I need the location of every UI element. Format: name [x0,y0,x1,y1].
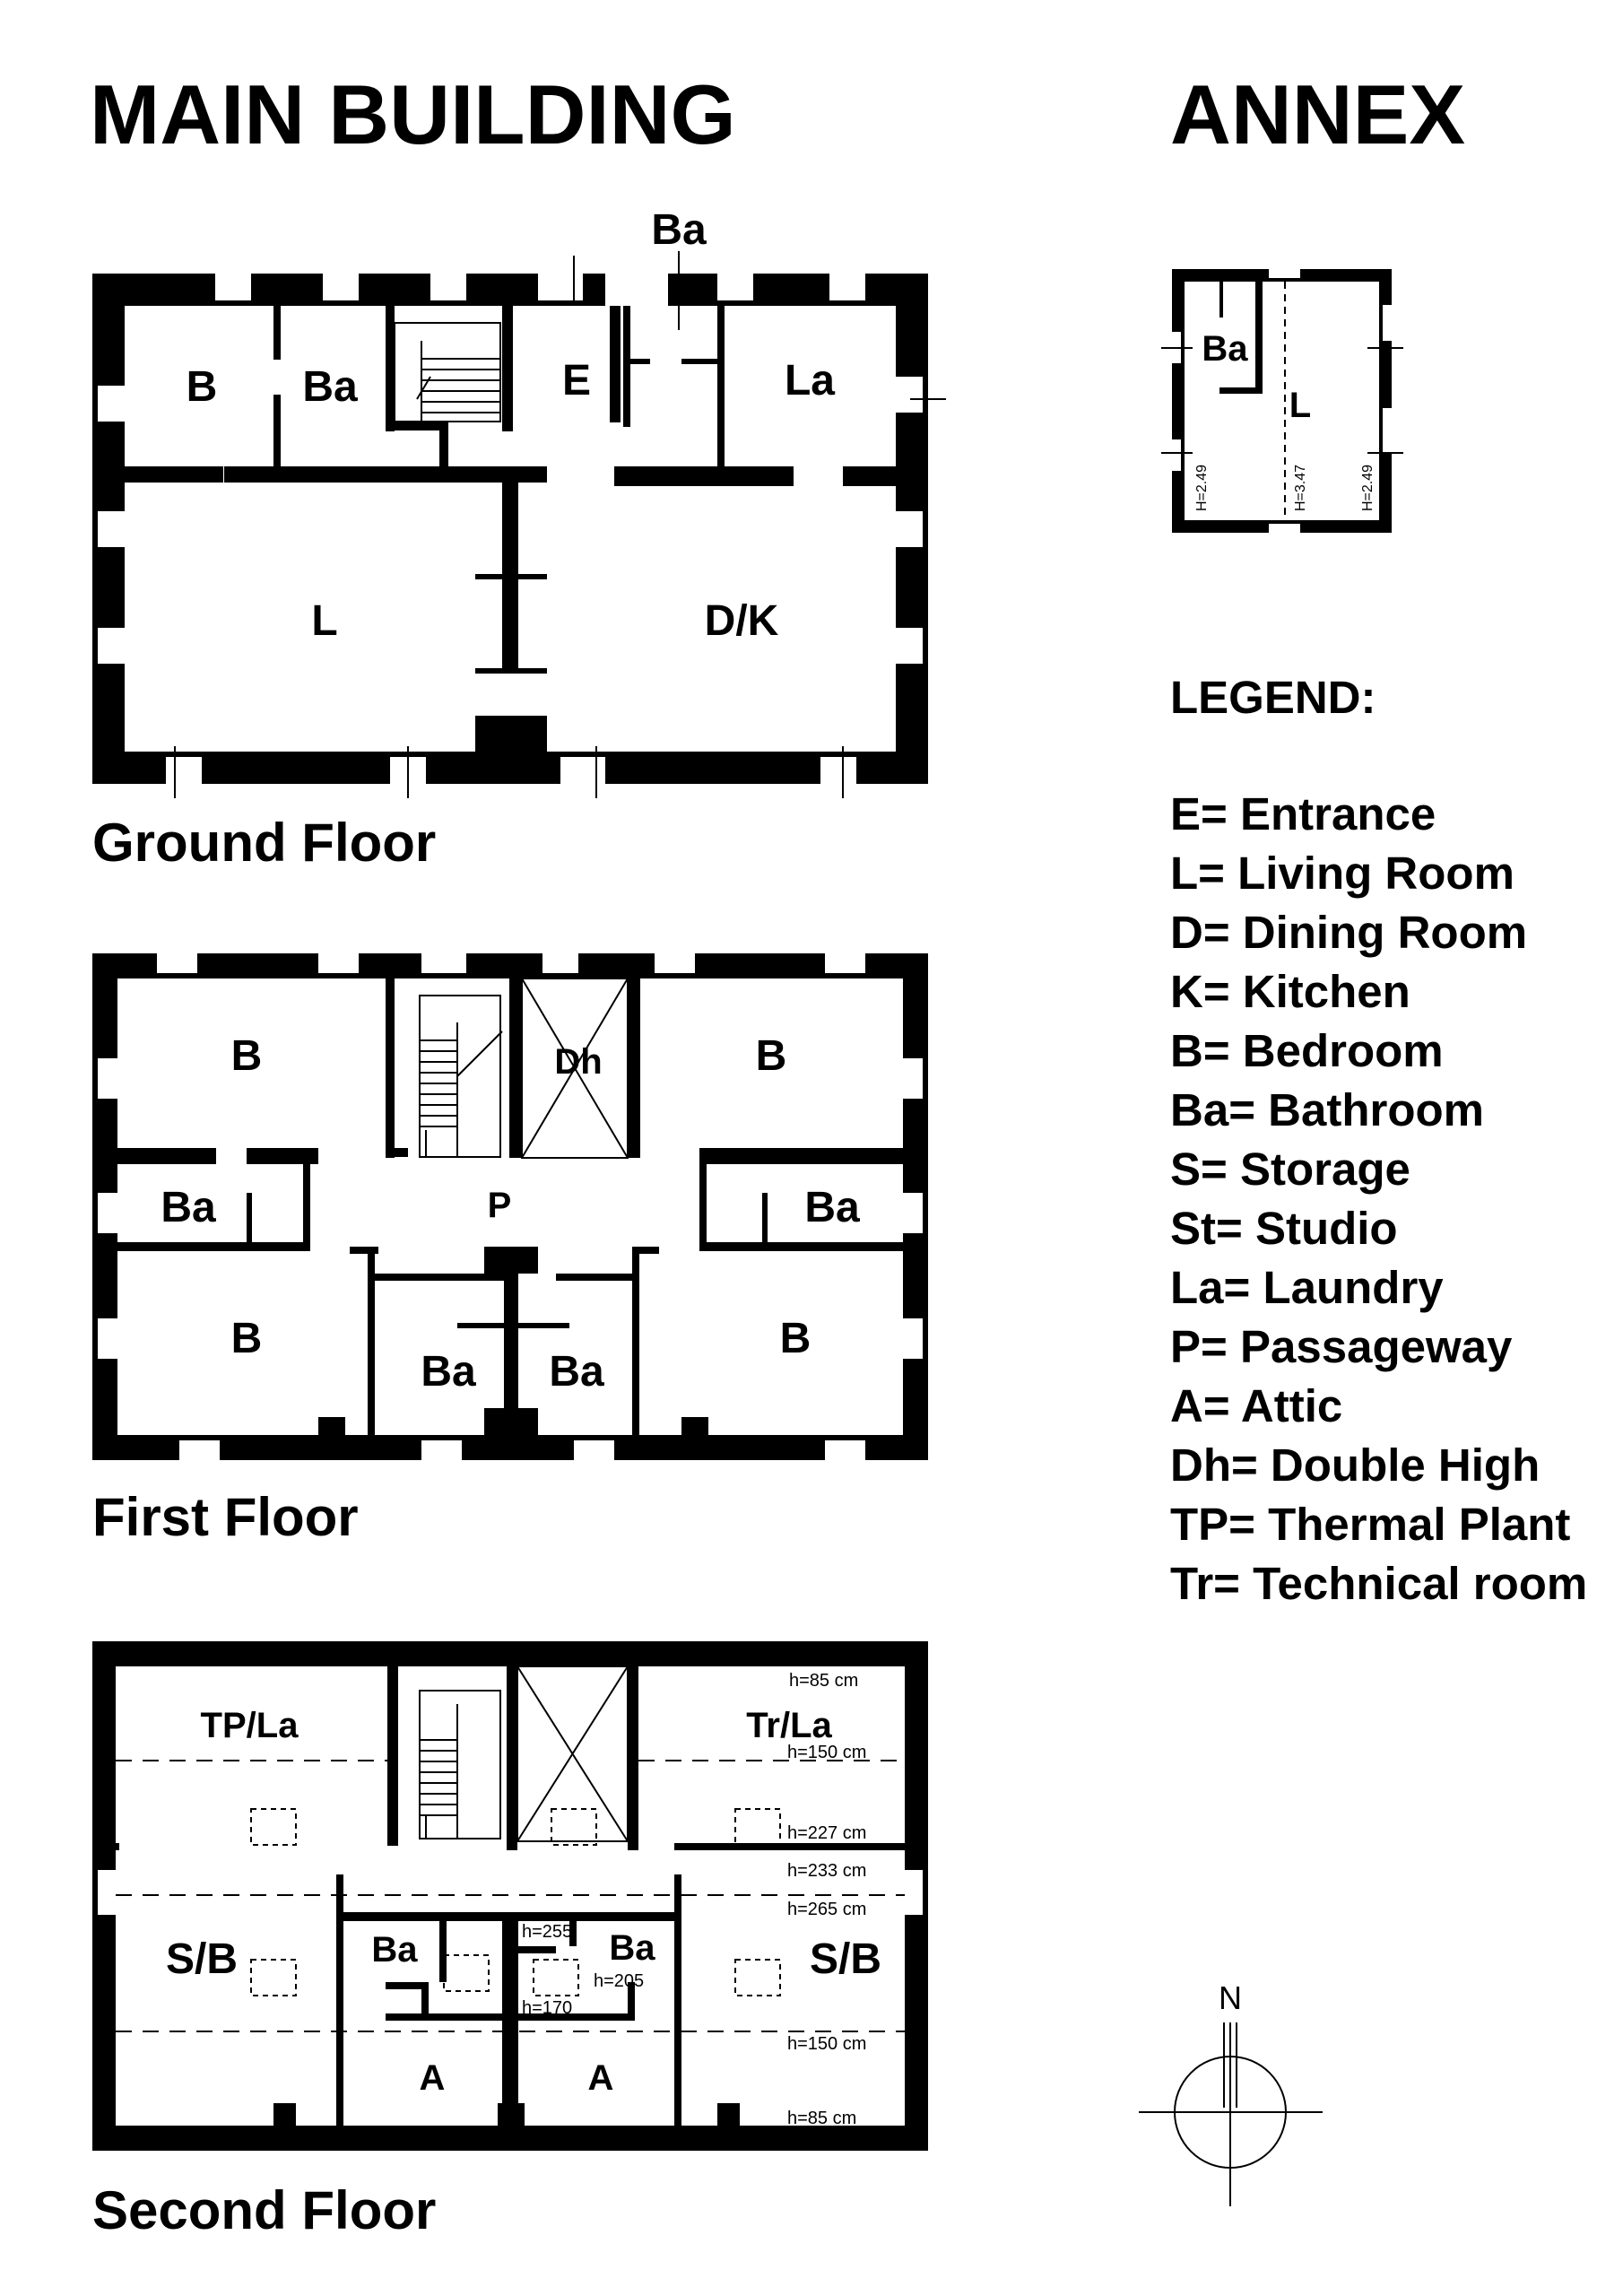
legend-item: K= Kitchen [1170,966,1410,1017]
first-room-ba-left: Ba [161,1184,216,1231]
annex-height-mid: H=3.47 [1293,465,1308,511]
ground-room-b: B [187,363,218,411]
ground-room-ba-top: Ba [651,206,707,254]
second-floor-title: Second Floor [92,2180,436,2240]
legend-item: P= Passageway [1170,1321,1513,1372]
height-note-h150-top: h=150 cm [787,1743,866,1762]
legend-item: La= Laundry [1170,1262,1444,1313]
legend-item: L= Living Room [1170,848,1515,899]
first-floor-title: First Floor [92,1487,359,1547]
first-room-b-br: B [780,1315,812,1362]
legend-item: TP= Thermal Plant [1170,1499,1570,1550]
legend-item: A= Attic [1170,1380,1342,1431]
height-note-h205: h=205 [594,1971,644,1991]
height-note-h85-top: h=85 cm [789,1671,858,1691]
height-note-h150-bottom: h=150 cm [787,2034,866,2054]
second-room-a-2: A [588,2058,614,2098]
ground-room-la: La [785,357,835,404]
ground-room-dk: D/K [705,597,779,645]
ground-room-ba: Ba [302,363,358,411]
legend-item: Dh= Double High [1170,1439,1540,1491]
annex-title: ANNEX [1170,67,1465,161]
second-floor-plan: TP/La Tr/La S/B Ba Ba S/B A A h=85 cm h=… [92,1641,928,2151]
legend-item: S= Storage [1170,1144,1410,1195]
ground-room-l: L [311,597,337,645]
legend-list: E= Entrance L= Living Room D= Dining Roo… [1170,788,1587,1609]
second-room-ba-1: Ba [371,1930,418,1970]
ground-room-e: E [562,357,591,404]
legend-item: Ba= Bathroom [1170,1084,1484,1135]
first-room-ba-center-1: Ba [421,1348,476,1396]
first-room-dh: Dh [554,1042,602,1082]
height-note-h85-bottom: h=85 cm [787,2109,856,2128]
legend-item: B= Bedroom [1170,1025,1444,1076]
first-room-b-bl: B [231,1315,263,1362]
legend-title: LEGEND: [1170,672,1376,723]
height-note-h233: h=233 cm [787,1861,866,1881]
second-room-ba-2: Ba [609,1928,655,1968]
main-building-title: MAIN BUILDING [90,67,736,161]
second-room-s-b-right: S/B [810,1935,881,1983]
annex-room-l: L [1289,386,1311,425]
second-room-tr-la: Tr/La [746,1706,832,1745]
height-note-h265: h=265 cm [787,1900,866,1919]
annex-height-right: H=2.49 [1360,465,1376,511]
annex-room-ba: Ba [1202,329,1248,369]
annex-height-left: H=2.49 [1194,465,1210,511]
second-room-s-b-left: S/B [166,1935,238,1983]
compass-north-label: N [1219,1979,1242,2016]
first-room-b-tr: B [756,1032,787,1080]
height-note-h170: h=170 [522,1998,572,2018]
annex-plan: Ba L H=2.49 H=3.47 H=2.49 [1161,269,1403,533]
ground-floor-plan: B Ba Ba E La L D/K [92,206,946,798]
legend-item: E= Entrance [1170,788,1436,839]
first-room-ba-center-2: Ba [549,1348,604,1396]
ground-floor-title: Ground Floor [92,813,436,873]
legend-item: Tr= Technical room [1170,1558,1587,1609]
north-arrow-icon: N [1139,1979,1323,2206]
first-room-ba-right: Ba [804,1184,860,1231]
first-floor-plan: B Dh B Ba P Ba B Ba Ba B [92,953,928,1460]
height-note-h255: h=255 [522,1922,572,1942]
first-room-p: P [488,1186,512,1225]
legend-item: D= Dining Room [1170,907,1527,958]
legend-item: St= Studio [1170,1203,1398,1254]
second-room-a-1: A [420,2058,446,2098]
first-room-b-tl: B [231,1032,263,1080]
second-room-tp-la: TP/La [201,1706,299,1745]
height-note-h227: h=227 cm [787,1823,866,1843]
